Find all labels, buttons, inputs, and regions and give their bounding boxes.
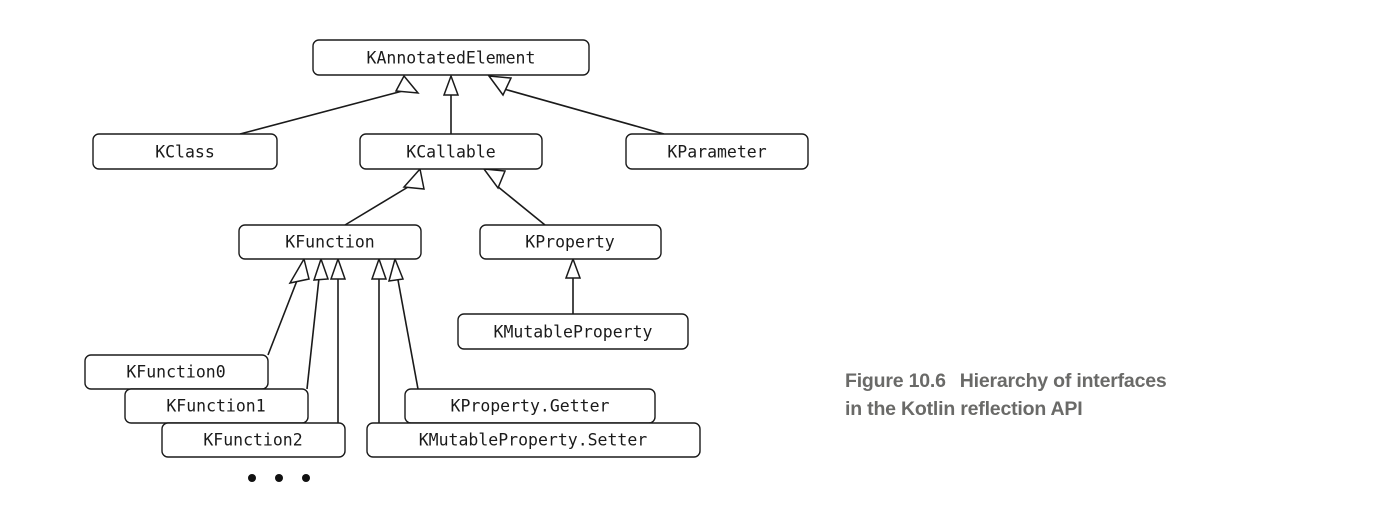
edge-kproperty-to-kcallable (482, 168, 546, 226)
generalization-arrowhead-icon (487, 75, 513, 97)
node-kclass[interactable]: KClass (92, 133, 278, 170)
figure-title-line2: in the Kotlin reflection API (845, 397, 1083, 420)
generalization-arrowhead-icon (564, 256, 582, 279)
edge-kparameter-to-kannotatedelement (487, 75, 665, 135)
generalization-arrowhead-icon (442, 73, 460, 96)
edge-kmutableproperty-to-kproperty (564, 256, 582, 314)
ellipsis-dot (302, 474, 310, 482)
node-layer: KAnnotatedElement KClass KCallable KPara… (84, 39, 809, 458)
node-box[interactable] (161, 422, 346, 458)
generalization-arrowhead-icon (394, 74, 420, 94)
node-kmutablepropertysetter[interactable]: KMutableProperty.Setter (366, 422, 701, 458)
edge-kfunction1-to-kfunction (306, 256, 330, 390)
node-kannotatedelement[interactable]: KAnnotatedElement (312, 39, 590, 76)
node-box[interactable] (457, 313, 689, 350)
ellipsis-dot (248, 474, 256, 482)
edge-kcallable-to-kannotatedelement (442, 73, 460, 134)
edge-line (344, 183, 414, 226)
node-label: KMutableProperty (494, 323, 653, 342)
ellipsis-more-kfunctions (248, 474, 310, 482)
node-box[interactable] (479, 224, 662, 260)
edge-kpropertygetter-to-kfunction (387, 256, 419, 390)
figure-title-line1: Hierarchy of interfaces (959, 370, 1167, 392)
node-label: KClass (155, 143, 215, 162)
figure-caption: Figure 10.6 Hierarchy of interfaces in th… (845, 368, 1305, 423)
node-box[interactable] (359, 133, 543, 170)
node-label: KMutableProperty.Setter (419, 431, 648, 450)
edge-line (239, 87, 415, 135)
node-box[interactable] (238, 224, 422, 260)
generalization-arrowhead-icon (370, 256, 388, 280)
edge-kfunction2-to-kfunction (329, 256, 347, 423)
node-kmutableproperty[interactable]: KMutableProperty (457, 313, 689, 350)
edge-kclass-to-kannotatedelement (239, 74, 420, 135)
node-box[interactable] (366, 422, 701, 458)
node-label: KFunction1 (166, 397, 265, 416)
node-box[interactable] (92, 133, 278, 170)
node-label: KParameter (667, 143, 766, 162)
node-kproperty[interactable]: KProperty (479, 224, 662, 260)
edge-kfunction0-to-kfunction (267, 257, 310, 356)
generalization-arrowhead-icon (329, 256, 347, 280)
edge-line (267, 277, 299, 356)
node-label: KAnnotatedElement (367, 49, 536, 68)
generalization-arrowhead-icon (387, 256, 405, 282)
figure-number: Figure 10.6 (845, 370, 946, 392)
edge-line (397, 279, 419, 390)
node-label: KProperty (525, 233, 614, 252)
generalization-arrowhead-icon (288, 257, 310, 285)
node-label: KFunction2 (203, 431, 302, 450)
node-kfunction[interactable]: KFunction (238, 224, 422, 260)
edge-kfunction-to-kcallable (344, 167, 425, 226)
generalization-arrowhead-icon (312, 256, 330, 281)
edge-line (503, 88, 665, 135)
edge-kmutablepropertysetter-to-kfunction (370, 256, 388, 423)
node-label: KFunction0 (126, 363, 225, 382)
node-kfunction2[interactable]: KFunction2 (161, 422, 346, 458)
generalization-arrowhead-icon (482, 168, 507, 190)
node-kfunction1[interactable]: KFunction1 (124, 388, 309, 424)
node-kfunction0[interactable]: KFunction0 (84, 354, 269, 390)
node-kparameter[interactable]: KParameter (625, 133, 809, 170)
node-kcallable[interactable]: KCallable (359, 133, 543, 170)
ellipsis-dot (275, 474, 283, 482)
node-label: KProperty.Getter (451, 397, 610, 416)
node-kpropertygetter[interactable]: KProperty.Getter (404, 388, 656, 424)
node-label: KCallable (406, 143, 495, 162)
edge-line (306, 277, 320, 390)
edge-layer (239, 73, 665, 423)
generalization-arrowhead-icon (402, 167, 425, 190)
node-label: KFunction (285, 233, 374, 252)
node-box[interactable] (312, 39, 590, 76)
node-box[interactable] (625, 133, 809, 170)
edge-line (496, 185, 546, 226)
